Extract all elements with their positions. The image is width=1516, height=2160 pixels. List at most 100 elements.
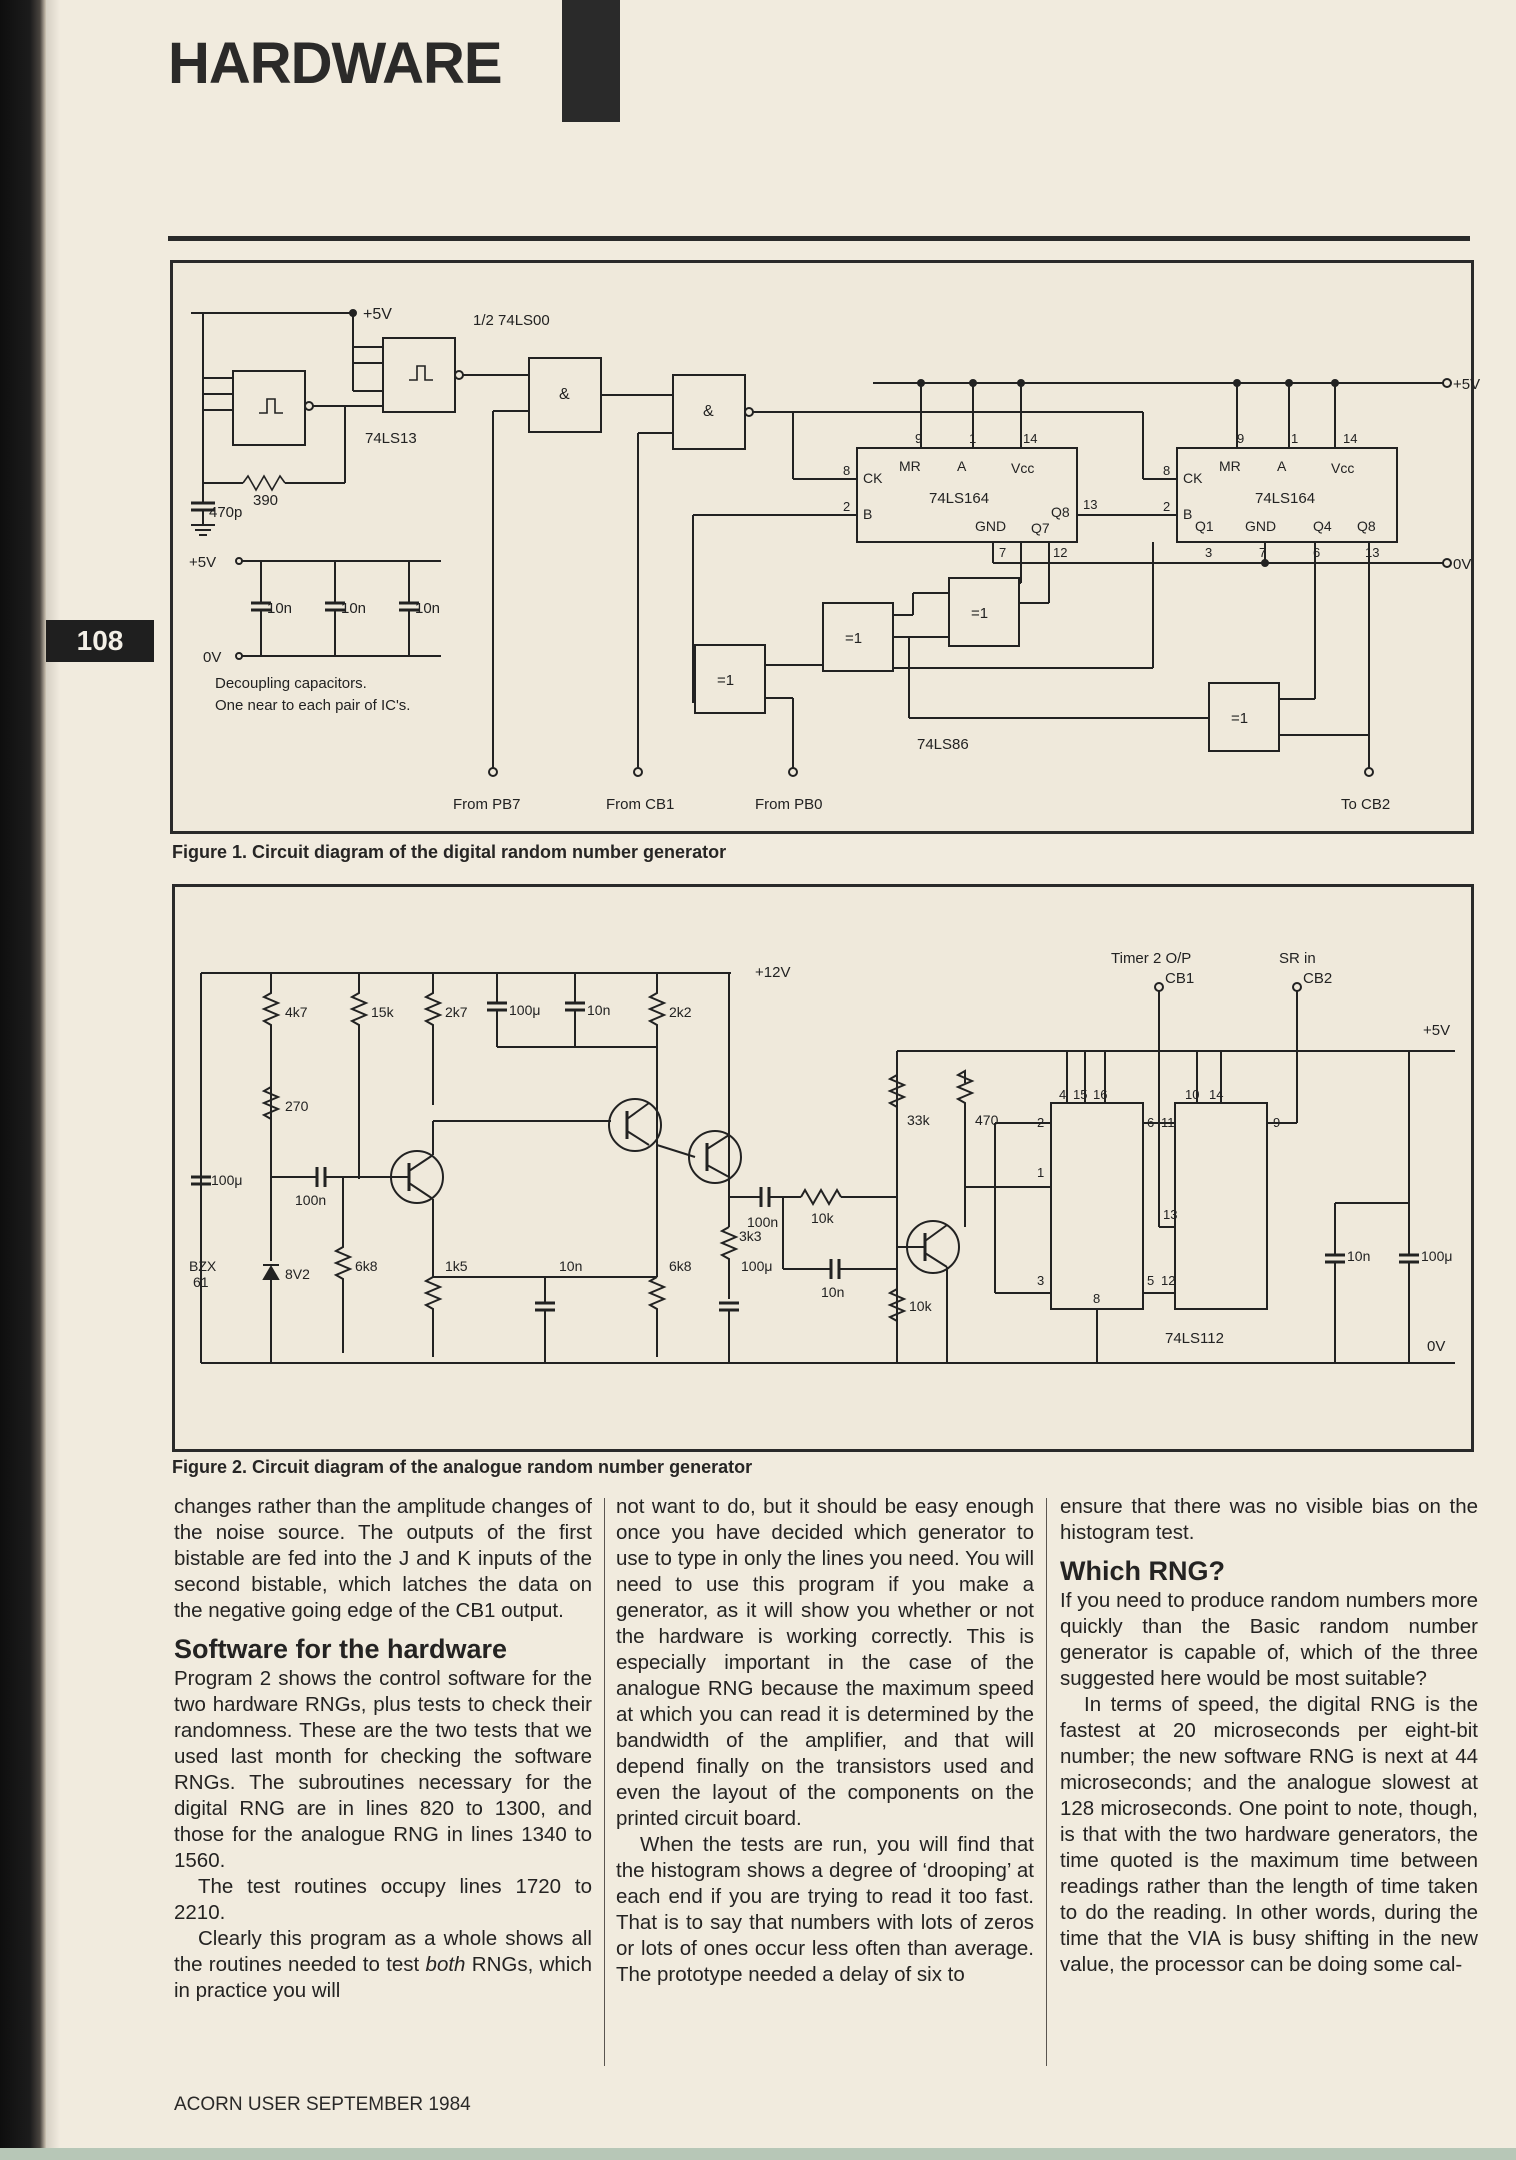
page-number-tab: 108 bbox=[46, 620, 154, 662]
fig1-pin-number: 1 bbox=[1291, 431, 1298, 446]
fig1-label: One near to each pair of IC's. bbox=[215, 697, 410, 714]
fig1-pin-number: 2 bbox=[843, 499, 850, 514]
fig2-pin-number: 10 bbox=[1185, 1087, 1199, 1102]
article-column-1: changes rather than the amplitude change… bbox=[174, 1494, 592, 2094]
fig2-label: 100μ bbox=[1421, 1248, 1452, 1264]
footer-publication-line: ACORN USER SEPTEMBER 1984 bbox=[174, 2094, 471, 2115]
paragraph: If you need to produce random numbers mo… bbox=[1060, 1589, 1478, 1690]
fig1-label: Decoupling capacitors. bbox=[215, 675, 367, 692]
fig1-pin-number: 9 bbox=[915, 431, 922, 446]
transistor-q2 bbox=[608, 1098, 662, 1152]
paragraph: In terms of speed, the digital RNG is th… bbox=[1060, 1693, 1478, 1976]
fig1-label: =1 bbox=[845, 630, 862, 647]
fig2-pin-number: 14 bbox=[1209, 1087, 1223, 1102]
transistor-q3 bbox=[688, 1130, 742, 1184]
figure-2-analogue-rng-schematic: +12V 100μ 4k7 270 15k 2k7 100μ 10n 2k2 1… bbox=[172, 884, 1474, 1452]
fig2-label: 10n bbox=[1347, 1248, 1370, 1264]
fig1-label: =1 bbox=[971, 605, 988, 622]
fig1-label: 1/2 74LS00 bbox=[473, 312, 550, 329]
fig1-label: From PB0 bbox=[755, 796, 823, 813]
fig1-label: From PB7 bbox=[453, 796, 521, 813]
fig1-label: B bbox=[863, 506, 872, 522]
fig2-label: 3k3 bbox=[739, 1228, 762, 1244]
fig1-pin-number: 13 bbox=[1083, 497, 1097, 512]
schmitt-trigger-2 bbox=[382, 337, 456, 413]
fig1-label: +5V bbox=[1453, 376, 1480, 393]
fig2-pin-number: 13 bbox=[1163, 1207, 1177, 1222]
figure-1-caption: Figure 1. Circuit diagram of the digital… bbox=[172, 842, 727, 862]
fig1-label: Q7 bbox=[1031, 520, 1050, 536]
fig2-label: BZX bbox=[189, 1258, 217, 1274]
fig1-pin-number: 13 bbox=[1365, 545, 1379, 560]
fig1-label: +5V bbox=[189, 554, 216, 571]
fig2-label: 1k5 bbox=[445, 1258, 468, 1274]
fig1-pin-number: 9 bbox=[1237, 431, 1244, 446]
fig1-label: 0V bbox=[1453, 556, 1471, 573]
fig1-label: 470p bbox=[209, 504, 242, 521]
fig1-pin-number: 14 bbox=[1023, 431, 1037, 446]
fig1-label: CK bbox=[863, 470, 883, 486]
fig2-pin-number: 12 bbox=[1161, 1273, 1175, 1288]
fig1-label: 0V bbox=[203, 649, 221, 666]
paragraph: not want to do, but it should be easy en… bbox=[616, 1495, 1034, 1830]
fig1-label: 10n bbox=[341, 600, 366, 617]
shift-register-74ls164-b bbox=[1176, 447, 1398, 543]
fig2-label: 33k bbox=[907, 1112, 931, 1128]
fig2-pin-number: 5 bbox=[1147, 1273, 1154, 1288]
fig2-label: 10k bbox=[811, 1210, 835, 1226]
fig1-label: From CB1 bbox=[606, 796, 674, 813]
flip-flop-74ls112-b bbox=[1174, 1102, 1268, 1310]
fig2-label: 2k7 bbox=[445, 1004, 468, 1020]
text-run: RNGs, which in practice you will bbox=[174, 1953, 592, 2002]
fig1-label: 390 bbox=[253, 492, 278, 509]
paragraph: ensure that there was no visible bias on… bbox=[1060, 1495, 1478, 1544]
fig1-label: Q1 bbox=[1195, 518, 1214, 534]
fig1-label: A bbox=[957, 458, 967, 474]
fig1-label: 10n bbox=[267, 600, 292, 617]
figure-1-digital-rng-schematic: +5V 74LS13 1/2 74LS00 390 470p +5V 10n 1… bbox=[170, 260, 1480, 834]
shift-register-74ls164-a bbox=[856, 447, 1078, 543]
fig2-label: 10k bbox=[909, 1298, 933, 1314]
fig2-label: 100μ bbox=[509, 1002, 540, 1018]
fig2-label: CB2 bbox=[1303, 970, 1332, 987]
section-heading: Software for the hardware bbox=[174, 1634, 508, 1664]
fig1-label: & bbox=[559, 386, 570, 403]
fig1-label: GND bbox=[975, 518, 1006, 534]
fig2-label: 100n bbox=[747, 1214, 778, 1230]
fig1-label: To CB2 bbox=[1341, 796, 1390, 813]
figure-2-caption: Figure 2. Circuit diagram of the analogu… bbox=[172, 1457, 753, 1477]
fig1-label: GND bbox=[1245, 518, 1276, 534]
paragraph: changes rather than the amplitude change… bbox=[174, 1495, 592, 1622]
fig1-pin-number: 14 bbox=[1343, 431, 1357, 446]
paragraph: Clearly this program as a whole shows al… bbox=[174, 1926, 592, 2004]
resistor-4k7 bbox=[261, 973, 281, 1179]
fig2-pin-number: 1 bbox=[1037, 1165, 1044, 1180]
column-divider bbox=[604, 1498, 605, 2066]
paragraph: When the tests are run, you will find th… bbox=[616, 1833, 1034, 1986]
article-column-3: ensure that there was no visible bias on… bbox=[1060, 1494, 1478, 2094]
fig1-label: Q8 bbox=[1357, 518, 1376, 534]
article-column-2: not want to do, but it should be easy en… bbox=[616, 1494, 1034, 2094]
fig1-pin-number: 12 bbox=[1053, 545, 1067, 560]
fig2-label: 0V bbox=[1427, 1338, 1445, 1355]
fig2-label: 100μ bbox=[741, 1258, 772, 1274]
fig2-pin-number: 4 bbox=[1059, 1087, 1066, 1102]
header-decor-block bbox=[562, 0, 620, 122]
section-title: HARDWARE bbox=[168, 31, 503, 96]
fig2-pin-number: 15 bbox=[1073, 1087, 1087, 1102]
fig1-label: 74LS86 bbox=[917, 736, 969, 753]
page-bottom-edge bbox=[0, 2148, 1516, 2160]
page-binding-edge bbox=[0, 0, 46, 2160]
fig1-pin-number: 6 bbox=[1313, 545, 1320, 560]
fig1-label: +5V bbox=[363, 306, 392, 323]
fig2-label: SR in bbox=[1279, 950, 1316, 967]
fig1-label: MR bbox=[1219, 458, 1241, 474]
fig2-label: CB1 bbox=[1165, 970, 1194, 987]
fig2-pin-number: 8 bbox=[1093, 1291, 1100, 1306]
fig2-label: 74LS112 bbox=[1165, 1330, 1224, 1347]
fig2-label: 470 bbox=[975, 1112, 999, 1128]
xor-gate-3 bbox=[948, 577, 1020, 647]
fig2-label: 6k8 bbox=[669, 1258, 692, 1274]
header-rule bbox=[168, 236, 1470, 241]
fig2-label: Timer 2 O/P bbox=[1111, 950, 1191, 967]
